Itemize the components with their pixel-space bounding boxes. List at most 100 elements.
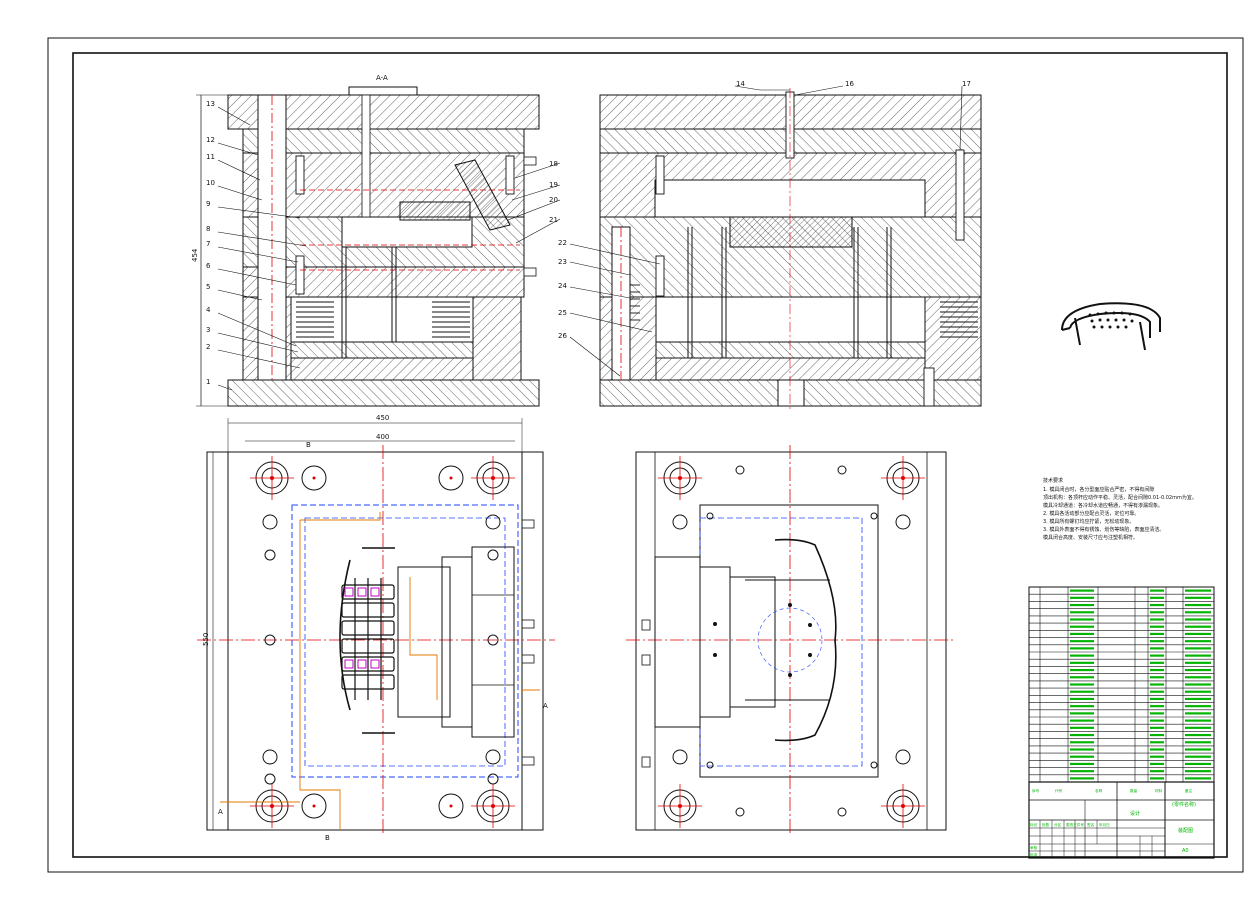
svg-text:11: 11 [206, 153, 215, 161]
inner-frame [72, 52, 1228, 858]
bom-cell-mark [1070, 640, 1094, 643]
section-label: A-A [376, 74, 388, 82]
bom-cell-mark [1185, 640, 1211, 643]
section-mark-a-right: A [543, 702, 548, 710]
bom-cell-mark [1150, 596, 1164, 599]
callouts-right [569, 85, 963, 377]
title-block-text: (零件名称) 装配图 A0 设计 序号 代号 名称 数量 材料 备注 标记 处数… [1030, 788, 1196, 857]
svg-text:18: 18 [549, 160, 558, 168]
svg-text:2. 模具各活动部分应配合灵活，定位可靠。: 2. 模具各活动部分应配合灵活，定位可靠。 [1043, 510, 1139, 517]
svg-text:10: 10 [206, 179, 215, 187]
bom-cell-mark [1150, 733, 1164, 737]
svg-text:5: 5 [206, 283, 210, 291]
width-outer-dim: 450 [376, 414, 389, 422]
svg-text:24: 24 [558, 282, 567, 290]
svg-text:材料: 材料 [1155, 788, 1163, 793]
bom-cell-mark [1185, 632, 1211, 636]
bom-cell-mark [1185, 697, 1211, 701]
svg-text:12: 12 [206, 136, 215, 144]
svg-text:16: 16 [845, 80, 854, 88]
bom-cell-mark [1150, 618, 1164, 621]
bom-cell-mark [1150, 755, 1164, 758]
callout-labels-left: 13 12 11 10 9 8 7 6 5 4 3 2 1 [206, 100, 215, 386]
svg-text:2: 2 [206, 343, 210, 351]
bom-cell-mark [1185, 733, 1211, 737]
svg-text:22: 22 [558, 239, 567, 247]
bom-cell-mark [1070, 741, 1094, 744]
bom-cell-mark [1070, 733, 1094, 737]
bom-cell-mark [1150, 611, 1164, 614]
bom-cell-mark [1185, 719, 1211, 722]
bom-cell-mark [1070, 589, 1094, 592]
svg-text:备注: 备注 [1185, 788, 1193, 793]
svg-text:14: 14 [736, 80, 745, 88]
callout-labels-right: 22 23 24 25 26 14 16 17 [558, 80, 971, 340]
width-inner-dim: 400 [376, 433, 389, 441]
svg-text:17: 17 [962, 80, 971, 88]
bom-cell-mark [1070, 755, 1094, 758]
bom-cell-mark [1150, 712, 1164, 715]
bom-cell-mark [1185, 705, 1211, 708]
plan-view-left: 450 400 550 [197, 414, 555, 842]
bom-cell-mark [1185, 596, 1211, 599]
svg-text:21: 21 [549, 216, 558, 224]
svg-text:3. 模具所有螺钉均应拧紧，无松动现象。: 3. 模具所有螺钉均应拧紧，无松动现象。 [1043, 518, 1134, 525]
bom-cell-mark [1070, 705, 1094, 708]
svg-text:20: 20 [549, 196, 558, 204]
bom-cell-mark [1185, 726, 1211, 729]
svg-text:分区: 分区 [1054, 822, 1062, 827]
bom-cell-mark [1185, 770, 1211, 773]
bom-cell-mark [1150, 654, 1164, 657]
bom-cell-mark [1150, 705, 1164, 708]
bom-cell-mark [1150, 632, 1164, 636]
bom-cell-mark [1070, 647, 1094, 650]
svg-text:9: 9 [206, 200, 210, 208]
bom-cell-mark [1070, 762, 1094, 766]
bom-cell-mark [1185, 661, 1211, 664]
bom-cell-mark [1150, 676, 1164, 679]
section-view-right [599, 88, 982, 410]
svg-text:顶出机构：各顶杆应动作平稳、灵活，配合间隙0.01-0.02: 顶出机构：各顶杆应动作平稳、灵活，配合间隙0.01-0.02mm为宜。 [1043, 494, 1197, 501]
svg-text:审核: 审核 [1030, 845, 1038, 850]
svg-text:模具冷却通道：各冷却水道应畅通，不得有渗漏现象。: 模具冷却通道：各冷却水道应畅通，不得有渗漏现象。 [1043, 502, 1163, 509]
bom-cell-mark [1070, 668, 1094, 672]
svg-text:7: 7 [206, 240, 210, 248]
scale-label: A0 [1182, 848, 1189, 854]
bom-cell-mark [1150, 589, 1164, 592]
bom-cell-mark [1150, 748, 1164, 751]
svg-text:更改文件号: 更改文件号 [1066, 822, 1084, 827]
bom-cell-mark [1185, 712, 1211, 715]
bom-cell-mark [1185, 647, 1211, 650]
bom-cell-mark [1070, 726, 1094, 729]
svg-text:25: 25 [558, 309, 567, 317]
plan-height-dim: 550 [202, 633, 210, 646]
bom-cell-mark [1070, 603, 1094, 607]
bom-cell-mark [1185, 654, 1211, 657]
bom-cell-mark [1070, 690, 1094, 693]
svg-text:26: 26 [558, 332, 567, 340]
bom-cell-mark [1070, 777, 1094, 780]
svg-text:1. 模具闭合时，各分型面应贴合严密，不得有间隙: 1. 模具闭合时，各分型面应贴合严密，不得有间隙 [1043, 486, 1154, 493]
bom-cell-mark [1150, 726, 1164, 729]
svg-text:批准: 批准 [1030, 852, 1038, 857]
bom-cell-mark [1150, 603, 1164, 607]
bom-cell-mark [1150, 697, 1164, 701]
svg-text:序号: 序号 [1032, 788, 1040, 793]
bom-cell-mark [1150, 770, 1164, 773]
bill-of-materials [1028, 586, 1215, 783]
plan-view-right [626, 445, 956, 836]
bom-cell-mark [1185, 611, 1211, 614]
technical-notes: 技术要求 1. 模具闭合时，各分型面应贴合严密，不得有间隙 顶出机构：各顶杆应动… [1043, 477, 1197, 541]
bom-cell-mark [1070, 676, 1094, 679]
bom-cell-mark [1150, 762, 1164, 766]
bom-cell-mark [1185, 625, 1211, 628]
notes-title: 技术要求 [1043, 477, 1063, 484]
bom-cell-mark [1150, 647, 1164, 650]
bom-cell-mark [1070, 596, 1094, 599]
svg-text:23: 23 [558, 258, 567, 266]
bom-cell-mark [1070, 697, 1094, 701]
svg-text:8: 8 [206, 225, 210, 233]
bom-cell-mark [1185, 676, 1211, 679]
bom-cell-mark [1185, 603, 1211, 607]
bom-cell-mark [1185, 683, 1211, 686]
